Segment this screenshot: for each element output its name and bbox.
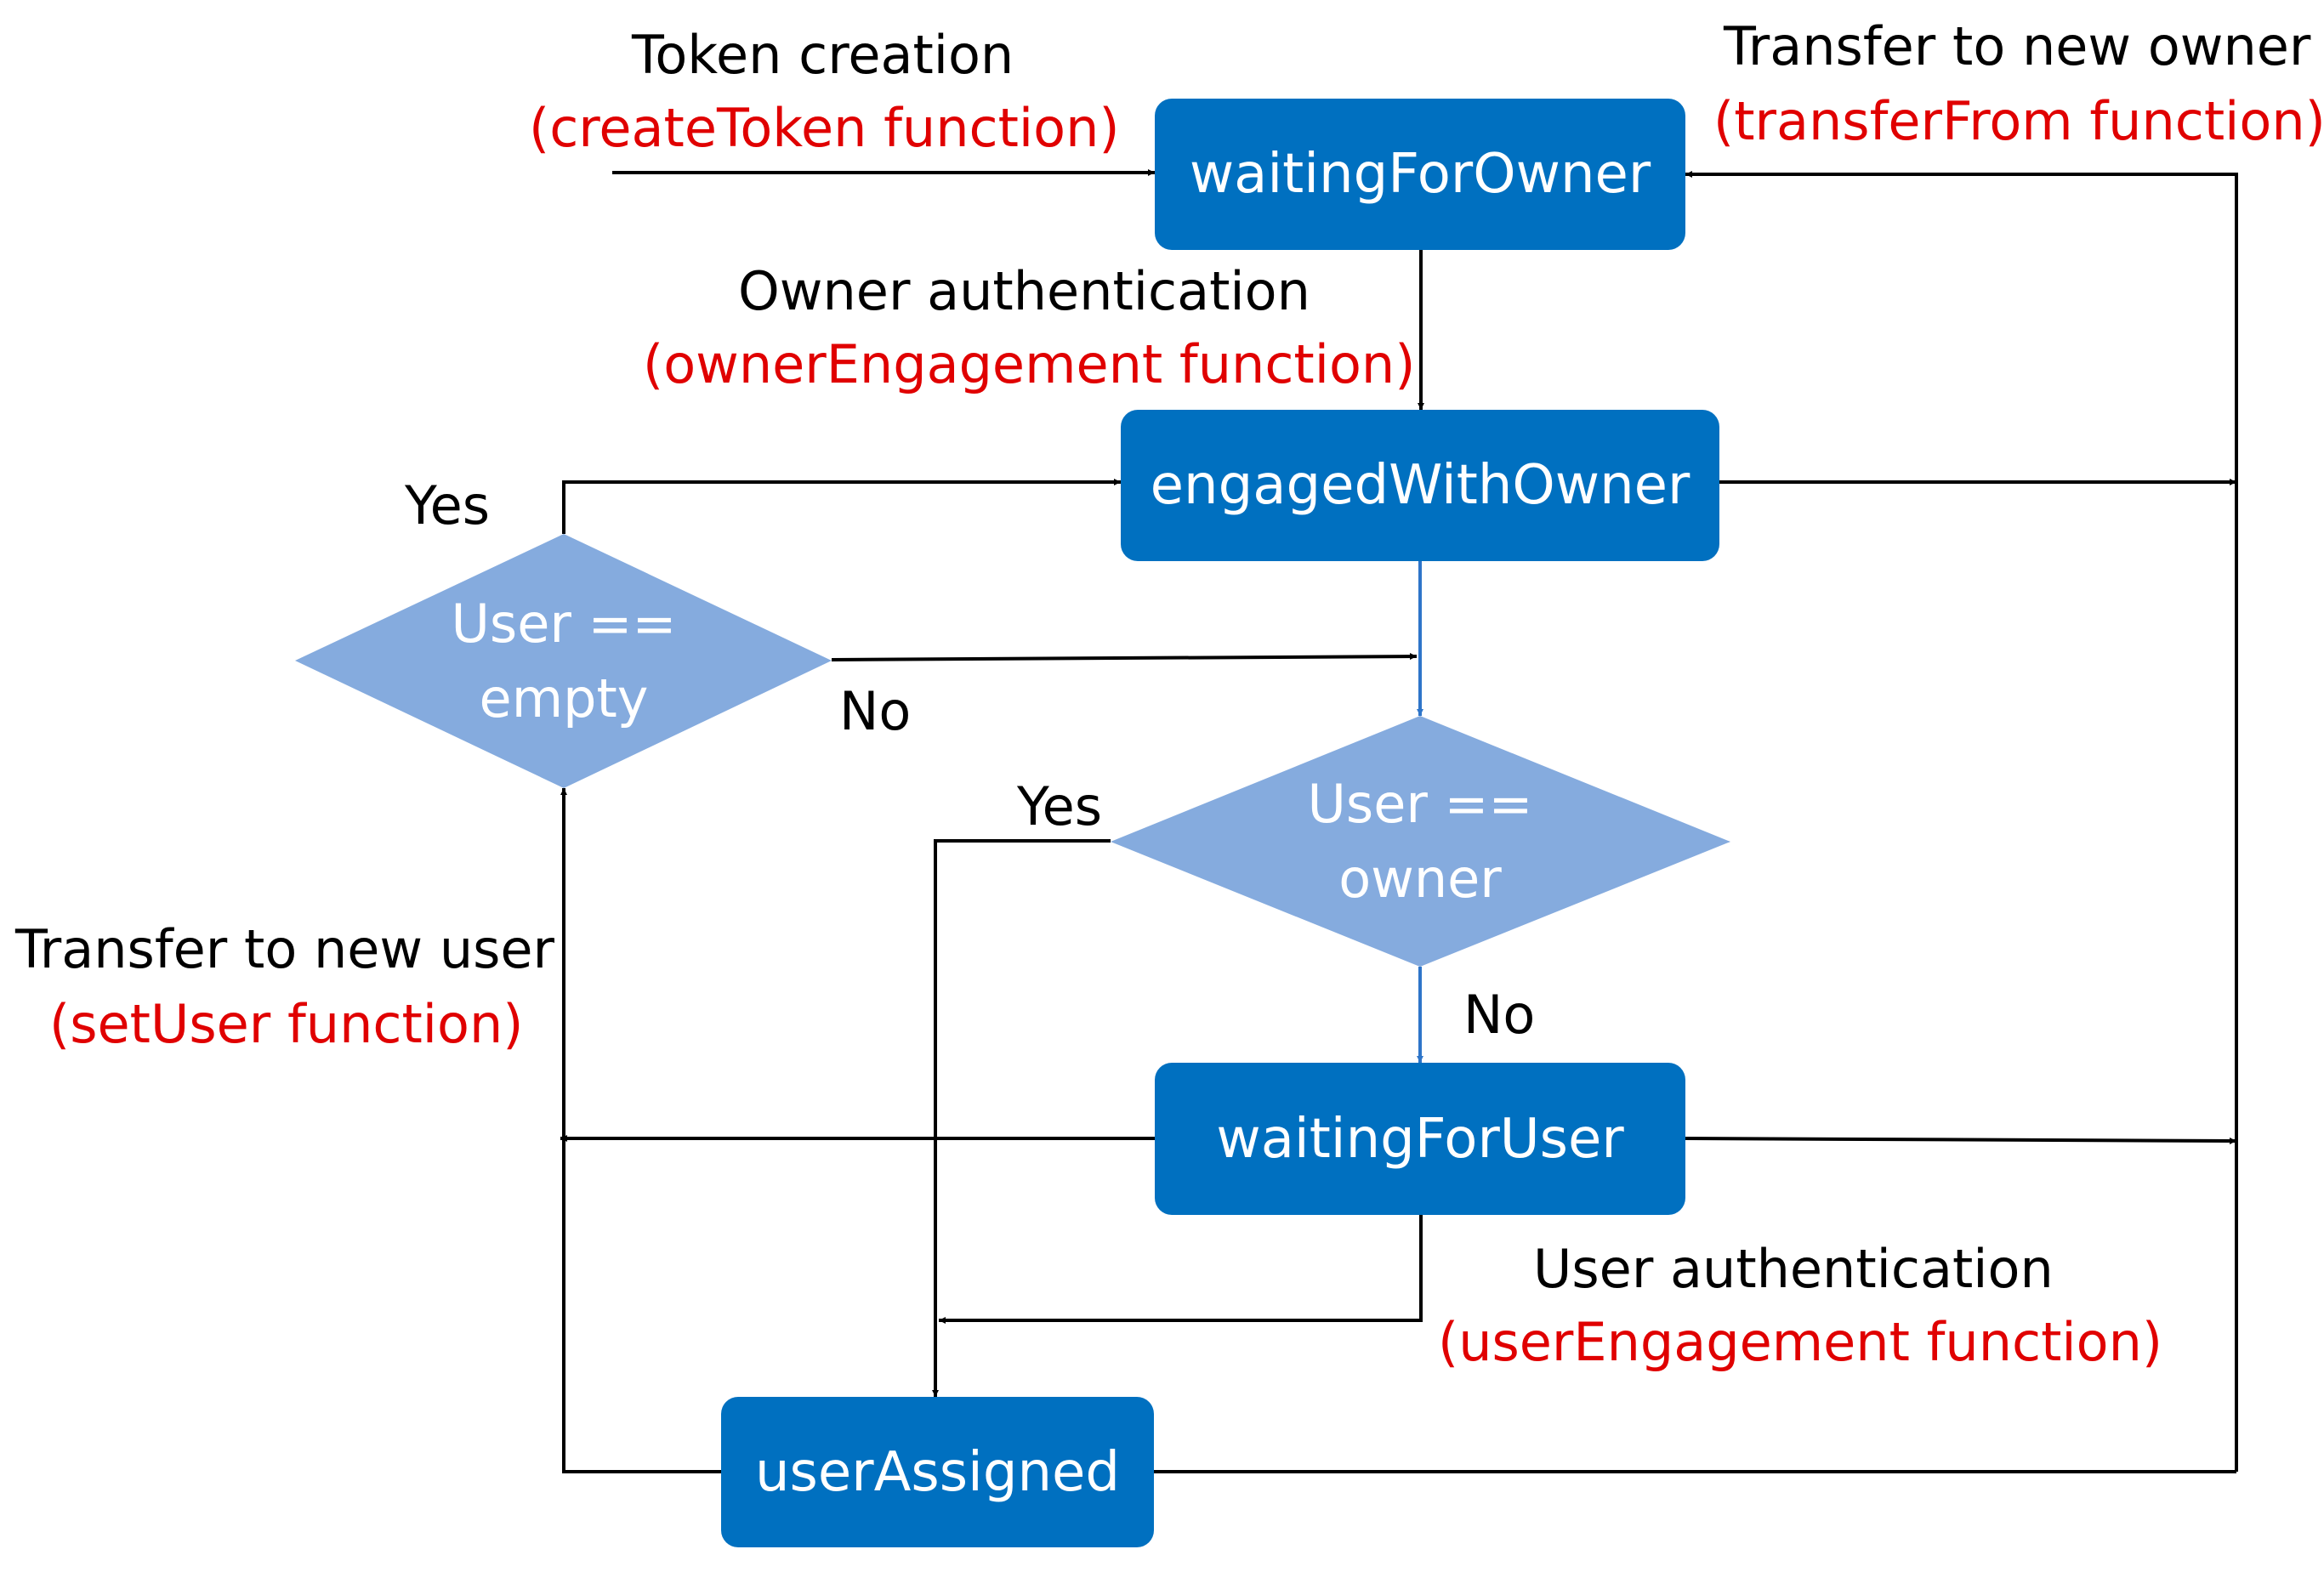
decision-user-owner-line2: owner — [1338, 848, 1502, 910]
state-waiting-for-user: waitingForUser — [1155, 1063, 1685, 1215]
state-engaged-with-owner-label: engagedWithOwner — [1150, 454, 1690, 517]
label-user-authentication: User authentication — [1533, 1238, 2054, 1300]
branch-empty-yes: Yes — [405, 474, 491, 536]
label-set-user-function: (setUser function) — [49, 993, 524, 1055]
arrow-transfer-to-new-user — [560, 788, 721, 1473]
state-user-assigned-label: userAssigned — [754, 1440, 1121, 1504]
decision-user-owner-shape — [1111, 716, 1730, 967]
decision-user-empty-shape — [295, 534, 832, 788]
arrow-transfer-to-new-owner — [1685, 171, 2238, 1472]
state-waiting-for-user-label: waitingForUser — [1216, 1107, 1624, 1171]
label-owner-engagement-function: (ownerEngagement function) — [643, 333, 1416, 395]
state-waiting-for-owner-label: waitingForOwner — [1189, 143, 1651, 206]
label-transfer-from-function: (transferFrom function) — [1713, 90, 2324, 152]
arrow-empty-yes — [562, 479, 1121, 534]
decision-user-empty-line1: User == — [451, 593, 677, 655]
branch-owner-yes: Yes — [1017, 775, 1103, 837]
label-create-token-function: (createToken function) — [529, 97, 1120, 159]
branch-owner-no: No — [1463, 984, 1536, 1046]
label-owner-authentication: Owner authentication — [738, 260, 1310, 322]
branch-empty-no: No — [839, 680, 912, 742]
arrow-waiting-user-to-transfer — [1685, 1137, 2237, 1144]
arrow-owner-yes — [932, 839, 1111, 1397]
arrow-empty-no — [831, 653, 1418, 661]
label-user-engagement-function: (userEngagement function) — [1438, 1311, 2163, 1373]
decision-user-empty: User == empty — [394, 587, 734, 736]
decision-user-owner: User == owner — [1250, 767, 1590, 917]
label-transfer-new-user: Transfer to new user — [15, 918, 555, 980]
label-transfer-new-owner: Transfer to new owner — [1724, 15, 2311, 77]
state-waiting-for-owner: waitingForOwner — [1155, 99, 1685, 250]
label-token-creation: Token creation — [632, 24, 1014, 86]
decision-user-empty-line2: empty — [479, 667, 649, 729]
state-user-assigned: userAssigned — [721, 1397, 1154, 1547]
state-engaged-with-owner: engagedWithOwner — [1121, 410, 1719, 561]
arrow-user-authentication — [939, 1215, 1423, 1324]
decision-user-owner-line1: User == — [1307, 773, 1533, 835]
